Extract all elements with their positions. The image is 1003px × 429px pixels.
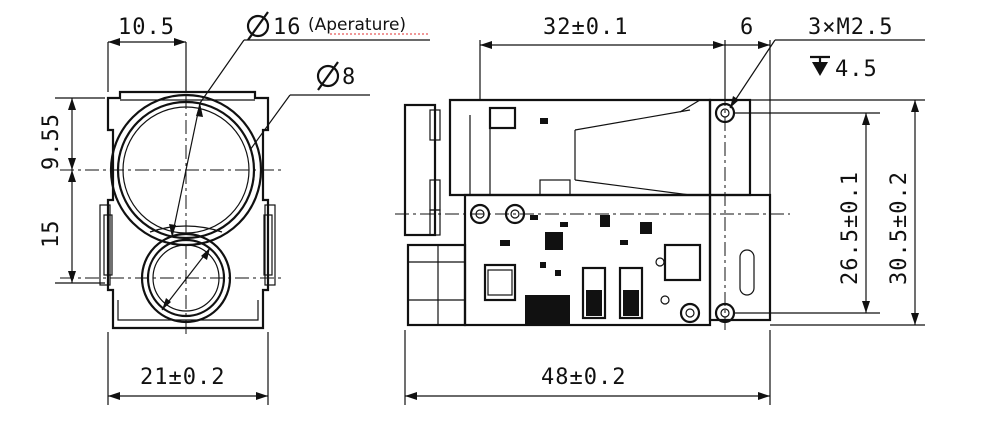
dim-hole-spec: 3×M2.5 xyxy=(808,15,893,40)
diameter-icon xyxy=(246,11,270,41)
dim-diameter-small: 8 xyxy=(342,65,356,90)
diameter-icon xyxy=(316,61,340,91)
dim-length-top: 32±0.1 xyxy=(543,15,628,40)
depth-icon xyxy=(810,55,830,76)
dim-width-bottom: 21±0.2 xyxy=(140,365,225,390)
aperture-note: (Aperature) xyxy=(308,15,406,35)
dim-height-lower: 15 xyxy=(39,220,64,249)
dim-height-inner: 26.5±0.1 xyxy=(838,171,863,285)
dim-offset-top: 6 xyxy=(740,15,754,40)
dim-hole-depth: 4.5 xyxy=(835,57,878,82)
side-view xyxy=(395,39,925,405)
dim-diameter-large: 16 xyxy=(273,15,302,40)
dim-width-top: 10.5 xyxy=(118,15,175,40)
dim-height-upper: 9.55 xyxy=(39,113,64,170)
dim-length-bottom: 48±0.2 xyxy=(541,365,626,390)
dim-height-outer: 30.5±0.2 xyxy=(887,171,912,285)
front-view xyxy=(55,38,430,405)
